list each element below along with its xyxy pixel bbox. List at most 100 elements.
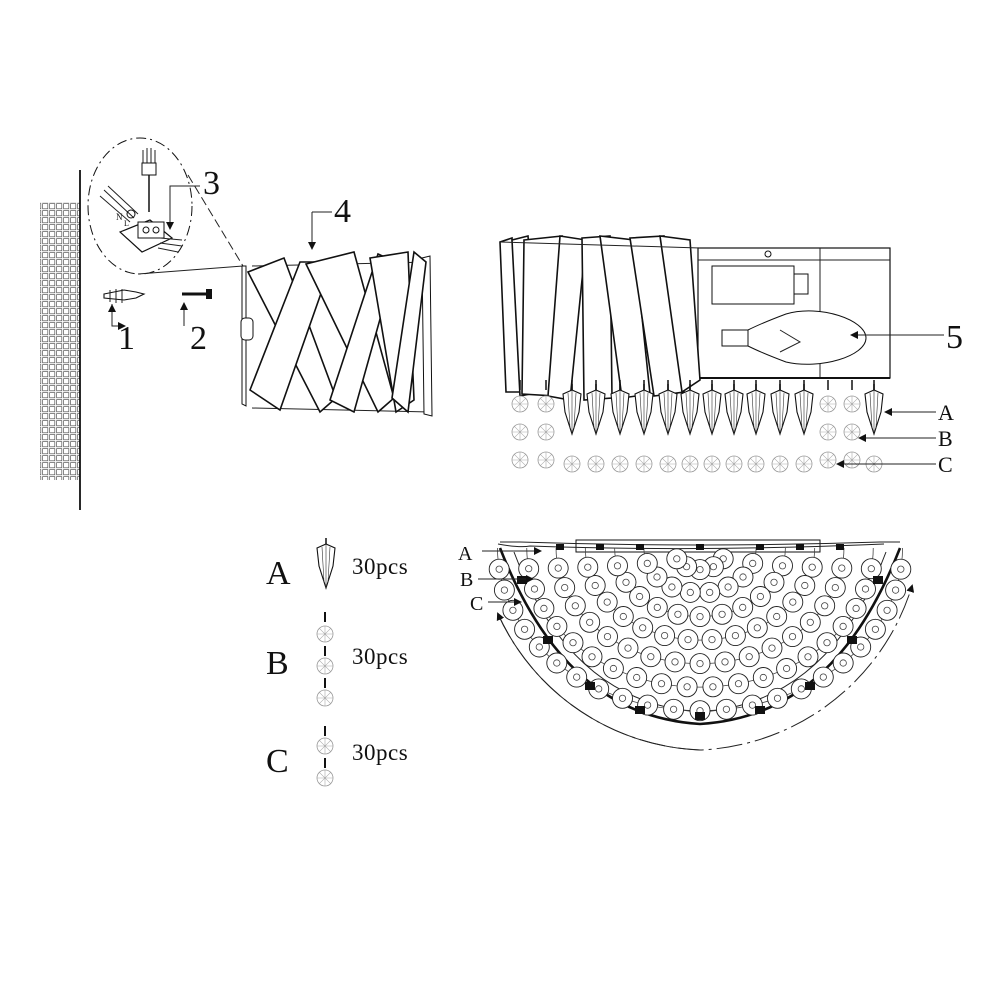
crystal-bead (602, 658, 624, 679)
crystal-bead (728, 673, 749, 695)
crystal-bead (701, 629, 723, 651)
crystal-bead (654, 625, 676, 647)
crystal-bead (776, 658, 798, 679)
crystal-bead (782, 591, 804, 613)
crystal-bead (617, 637, 639, 659)
crystal-bead (554, 577, 576, 599)
crystal-strand (562, 380, 582, 473)
crystal-bead (845, 597, 867, 619)
callout-4: 4 (334, 193, 351, 230)
crystal-bead (488, 558, 510, 580)
crystal-bead (514, 618, 536, 640)
crystal-strand (634, 380, 654, 473)
crystal-strand (770, 380, 790, 473)
crystal-bead (794, 575, 816, 596)
crystal-bead (679, 581, 701, 603)
rim-clip (805, 682, 815, 690)
legend-qty-c: 30pcs (352, 740, 408, 765)
crystal-bead (607, 555, 628, 577)
crystal-bead (689, 653, 711, 675)
crystal-bead (746, 617, 768, 639)
rim-clip (847, 636, 857, 644)
mount-clip (796, 544, 804, 550)
rim-clip (517, 576, 527, 584)
crystal-bead (626, 667, 648, 688)
crystal-bead (596, 591, 618, 613)
crystal-bead (524, 578, 545, 600)
crystal-strand (724, 380, 744, 473)
crystal-bead (566, 666, 588, 688)
fixture-bottom-view: A B C (458, 539, 915, 751)
legend-letter-a: A (266, 555, 291, 592)
crystal-bead (577, 556, 599, 578)
crystal-bead (714, 651, 736, 673)
mount-clip (636, 544, 644, 550)
crystal-bead (782, 626, 803, 648)
crystal-bead (564, 595, 586, 617)
wiring-detail: N L 3 (87, 137, 244, 275)
crystal-bead (597, 626, 618, 648)
crystal-bead (646, 596, 668, 618)
crystal-bead (814, 595, 836, 617)
crystal-bead (832, 652, 854, 674)
side-callout-b: B (938, 426, 953, 451)
shade-side-view: 4 (240, 193, 433, 417)
callout-5: 5 (946, 319, 963, 356)
crystal-bead (533, 597, 555, 619)
crystal-bead (890, 558, 912, 580)
terminal-block-icon: N L (99, 185, 183, 253)
crystal-bead (636, 552, 658, 574)
fixture-front-view: 5 (499, 234, 963, 401)
crystal-strand (680, 380, 700, 473)
crystal-strand (586, 380, 606, 473)
side-callout-a: A (938, 400, 954, 425)
crystal-bead (711, 603, 733, 625)
callout-3: 3 (203, 165, 220, 202)
svg-text:L: L (124, 219, 129, 228)
mount-clip (556, 544, 564, 550)
crystal-bead (666, 548, 688, 570)
crystal-bead (732, 596, 754, 618)
crystal-bead (876, 599, 898, 621)
crystal-bead (689, 606, 711, 628)
crystal-bead (651, 673, 672, 695)
crystal-bead (715, 698, 737, 720)
legend-item-a: A 30pcs (266, 537, 408, 592)
bottom-callout-c: C (470, 593, 483, 615)
crystal-bead (502, 599, 524, 621)
crystal-bead (663, 698, 685, 720)
screw-icon (182, 289, 212, 299)
crystal-bead (584, 575, 606, 596)
crystal-bead (632, 617, 654, 639)
crystal-bead (761, 637, 783, 659)
rim-clip (695, 712, 705, 720)
crystal-strand (864, 380, 884, 473)
crystal-strand (610, 380, 630, 473)
crystal-bead (801, 556, 823, 578)
crystal-bead (752, 667, 774, 688)
crystal-bead (562, 632, 584, 654)
side-callout-c: C (938, 452, 953, 477)
bottom-callout-a: A (458, 543, 473, 565)
front-crystal-row (511, 380, 884, 473)
crystal-bead (699, 581, 721, 603)
crystal-strand (537, 380, 555, 469)
bottom-callout-b: B (460, 569, 473, 591)
crystal-bead (702, 676, 724, 698)
crystal-bead (824, 577, 846, 599)
crystal-bead (864, 618, 886, 640)
rim-clip (755, 706, 765, 714)
crystal-bead-pair-icon (316, 726, 334, 787)
crystal-bead (676, 676, 698, 698)
crystal-bead (860, 558, 882, 580)
crystal-strand (658, 380, 678, 473)
crystal-bead (832, 615, 854, 637)
rim-clip (585, 682, 595, 690)
crystal-strand (511, 380, 529, 469)
bulb-icon (721, 310, 867, 365)
bottom-crystal-pattern (488, 544, 912, 722)
crystal-bead (493, 579, 515, 601)
crystal-bead (547, 557, 569, 579)
crystal-bead (767, 687, 788, 709)
